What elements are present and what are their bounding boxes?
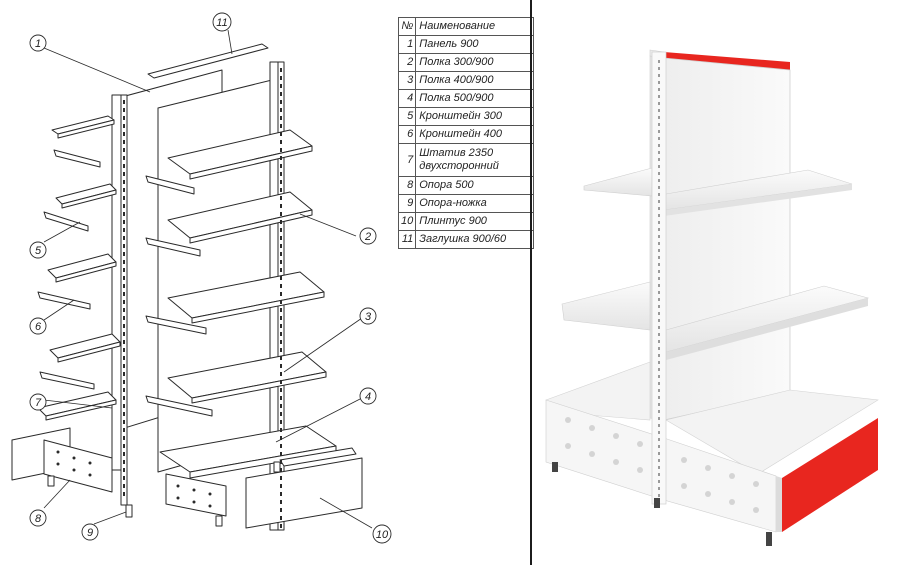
callout-8: 8 bbox=[35, 513, 42, 525]
middle-shelf-left bbox=[561, 281, 651, 331]
row-name: Панель 900 bbox=[415, 35, 535, 54]
row-name: Заглушка 900/60 bbox=[415, 230, 535, 249]
base-support-part bbox=[165, 473, 227, 517]
row-num: 7 bbox=[397, 143, 417, 177]
table-header-num: № bbox=[397, 17, 417, 36]
row-name: Опора-ножка bbox=[415, 194, 535, 213]
row-num: 4 bbox=[397, 89, 417, 108]
row-name: Штатив 2350 двухсторонний bbox=[415, 143, 535, 177]
row-name: Полка 300/900 bbox=[415, 53, 535, 72]
plinth-part bbox=[279, 447, 357, 467]
foot-part bbox=[273, 461, 281, 473]
bracket-part bbox=[43, 211, 89, 232]
base-support-part bbox=[43, 439, 113, 493]
rack-foot bbox=[552, 462, 558, 472]
bracket-part bbox=[145, 395, 213, 417]
callout-11: 11 bbox=[216, 17, 227, 29]
plinth-red bbox=[782, 418, 878, 532]
callout-2: 2 bbox=[364, 231, 371, 243]
shelf-part bbox=[189, 145, 313, 180]
row-name: Кронштейн 400 bbox=[415, 125, 535, 144]
row-name: Полка 500/900 bbox=[415, 89, 535, 108]
shelf-part bbox=[55, 261, 117, 283]
table-header-name: Наименование bbox=[415, 17, 535, 36]
callout-10: 10 bbox=[376, 529, 389, 541]
callout-9: 9 bbox=[87, 527, 93, 539]
row-num: 1 bbox=[397, 35, 417, 54]
bracket-part bbox=[37, 291, 91, 310]
upper-shelf-left bbox=[583, 167, 653, 197]
callout-5: 5 bbox=[35, 245, 42, 257]
upright-post-part bbox=[111, 94, 122, 471]
upright-slots bbox=[123, 68, 282, 528]
row-num: 2 bbox=[397, 53, 417, 72]
row-num: 8 bbox=[397, 176, 417, 195]
row-num: 6 bbox=[397, 125, 417, 144]
shelf-part bbox=[189, 209, 313, 244]
bracket-part bbox=[145, 315, 207, 335]
callout-3: 3 bbox=[365, 311, 372, 323]
bracket-part bbox=[145, 237, 201, 257]
exploded-assembly-diagram: 1 11 2 3 4 5 6 7 8 9 10 bbox=[11, 12, 392, 544]
row-num: 10 bbox=[397, 212, 417, 231]
foot-part bbox=[215, 515, 223, 527]
rack-foot bbox=[766, 532, 772, 546]
row-name: Плинтус 900 bbox=[415, 212, 535, 231]
callout-6: 6 bbox=[35, 321, 42, 333]
top-cap-red bbox=[664, 52, 790, 70]
row-name: Полка 400/900 bbox=[415, 71, 535, 90]
plinth-part bbox=[245, 457, 363, 529]
row-num: 11 bbox=[397, 230, 417, 249]
row-num: 3 bbox=[397, 71, 417, 90]
callout-1: 1 bbox=[35, 38, 41, 50]
row-name: Опора 500 bbox=[415, 176, 535, 195]
base-deck-right bbox=[665, 389, 879, 475]
panel-divider bbox=[530, 0, 532, 565]
bracket-part bbox=[145, 175, 195, 195]
rack-foot bbox=[654, 498, 660, 508]
shelf-part bbox=[57, 119, 115, 139]
callout-4: 4 bbox=[365, 391, 371, 403]
table-header-row: № Наименование bbox=[397, 17, 535, 36]
bracket-part bbox=[39, 371, 95, 390]
end-cap-part bbox=[147, 43, 269, 79]
row-num: 5 bbox=[397, 107, 417, 126]
assembled-rack-illustration bbox=[545, 49, 879, 546]
callout-7: 7 bbox=[35, 397, 42, 409]
row-num: 9 bbox=[397, 194, 417, 213]
shelf-part bbox=[61, 189, 117, 209]
row-name: Кронштейн 300 bbox=[415, 107, 535, 126]
shelf-part bbox=[57, 341, 121, 363]
foot-part bbox=[47, 475, 55, 487]
bracket-part bbox=[53, 149, 101, 168]
foot-part bbox=[125, 504, 133, 518]
back-panel bbox=[663, 57, 791, 421]
